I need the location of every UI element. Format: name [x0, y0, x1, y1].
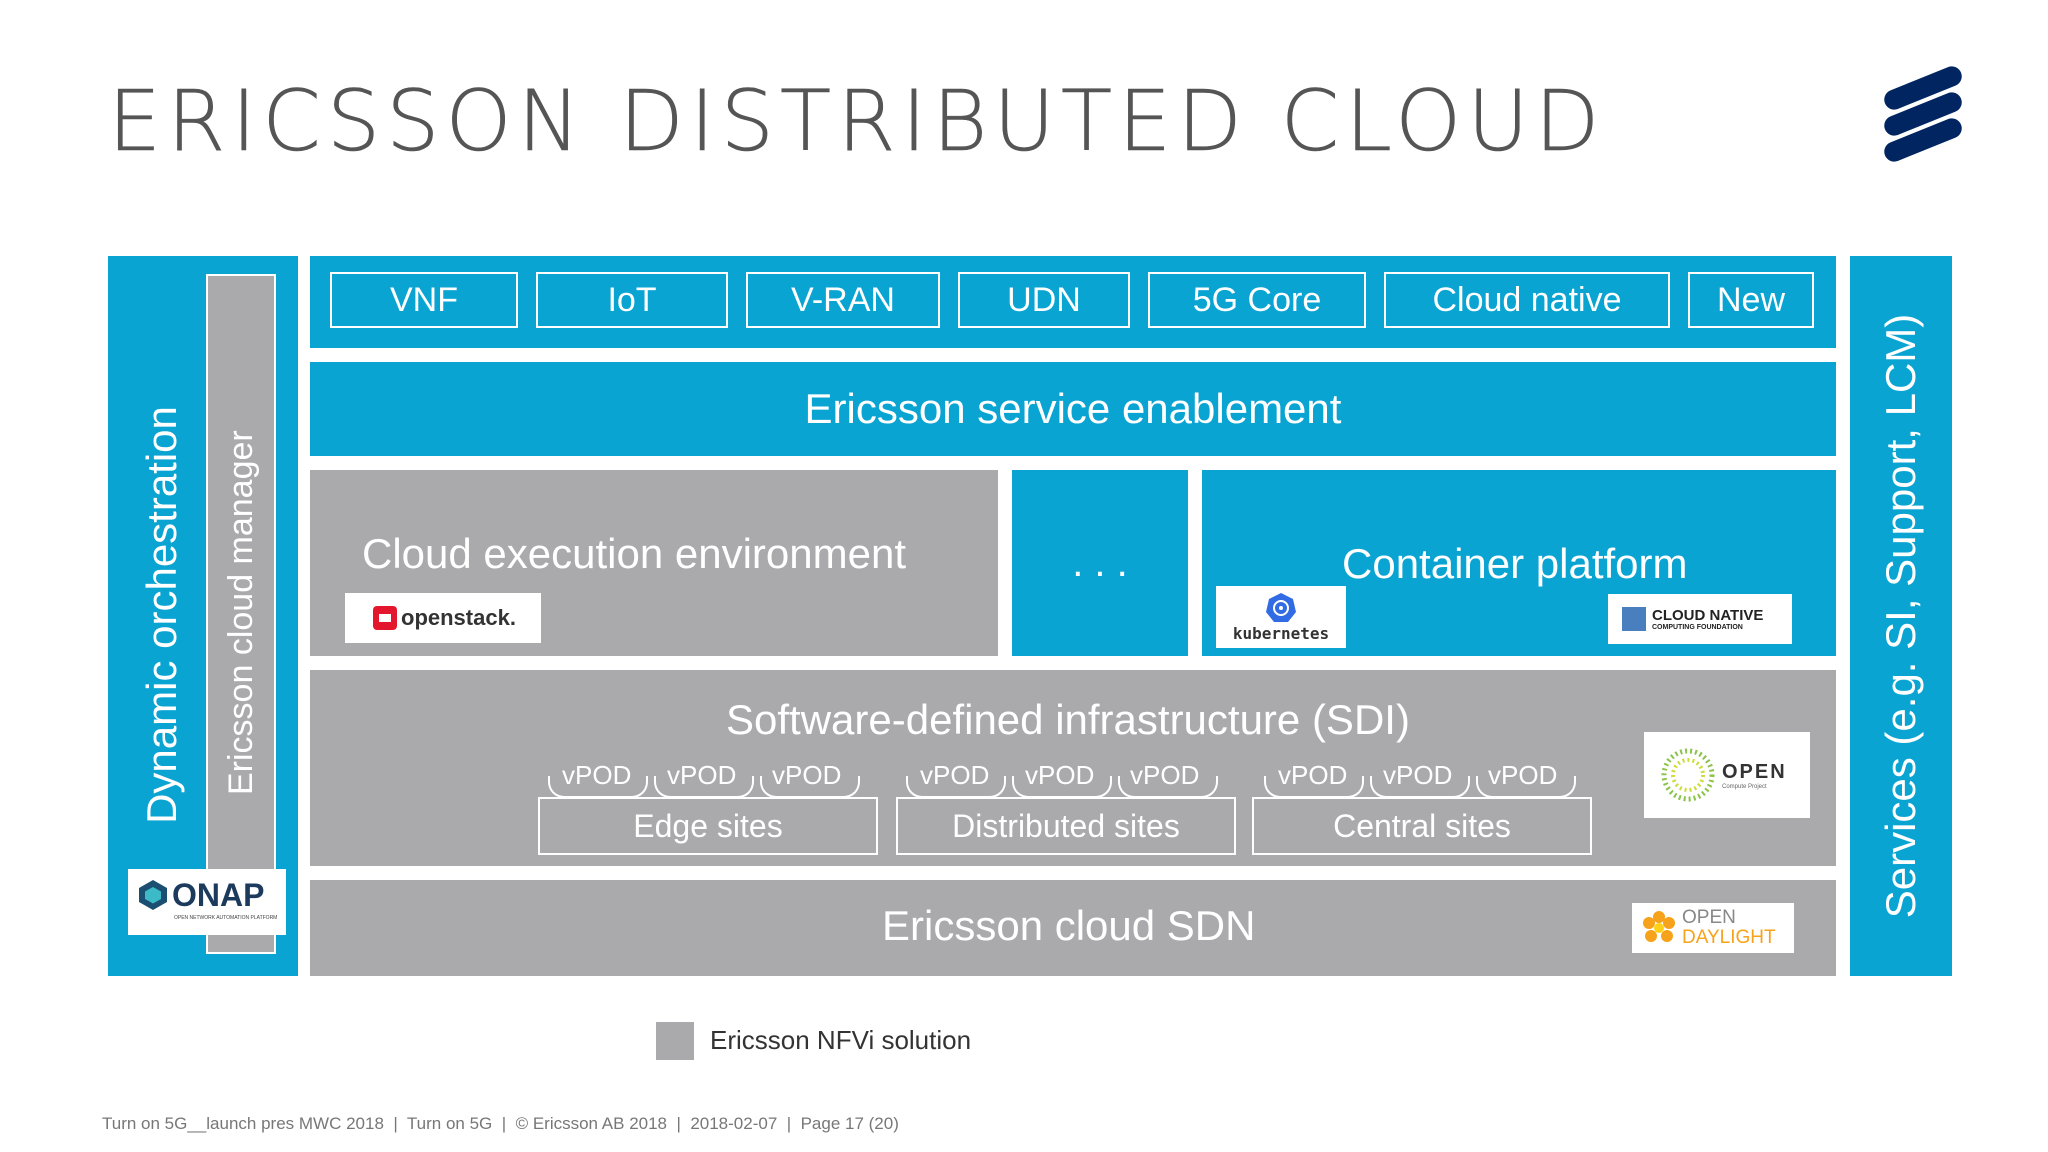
vpod-brace — [906, 776, 1006, 798]
vpod-brace — [760, 776, 860, 798]
opendaylight-flower-icon — [1643, 911, 1675, 942]
kubernetes-logo-text: kubernetes — [1232, 623, 1330, 643]
kubernetes-logo: kubernetes — [1216, 586, 1346, 648]
vpod-label: vPOD — [772, 760, 842, 790]
app-box-vnf: VNF — [330, 272, 518, 328]
opendaylight-logo: OPEN DAYLIGHT — [1632, 903, 1794, 953]
open-compute-logo-subtitle: Compute Project — [1722, 783, 1767, 790]
applications-row — [310, 256, 1836, 348]
vpod-label: vPOD — [1488, 760, 1558, 790]
vpod-brace — [1264, 776, 1364, 798]
cncf-icon — [1622, 607, 1646, 631]
vpod-brace — [1370, 776, 1470, 798]
openstack-logo: openstack. — [345, 593, 541, 643]
cloud-manager-bar — [206, 274, 276, 954]
cncf-logo-text: CLOUD NATIVE — [1652, 607, 1764, 624]
open-compute-icon — [1661, 748, 1715, 802]
app-box-vran: V-RAN — [746, 272, 940, 328]
vpod-label: vPOD — [1383, 760, 1453, 790]
site-box-distributed: Distributed sites — [896, 797, 1236, 855]
app-box-new: New — [1688, 272, 1814, 328]
cncf-logo-subtitle: COMPUTING FOUNDATION — [1652, 624, 1743, 631]
cloud-execution-label: Cloud execution environment — [362, 530, 906, 577]
app-box-iot: IoT — [536, 272, 728, 328]
container-platform-label: Container platform — [1342, 540, 1688, 587]
vpod-brace — [548, 776, 648, 798]
kubernetes-helm-icon — [1266, 592, 1296, 622]
sdi-layer — [310, 670, 1836, 866]
services-bar — [1850, 256, 1952, 976]
onap-logo-text: ONAP — [172, 876, 265, 913]
open-compute-logo: OPEN Compute Project — [1644, 732, 1810, 818]
site-box-edge: Edge sites — [538, 797, 878, 855]
sdn-label: Ericsson cloud SDN — [882, 902, 1256, 949]
opendaylight-logo-line2: DAYLIGHT — [1682, 927, 1776, 948]
vpod-label: vPOD — [1130, 760, 1200, 790]
openstack-logo-text: openstack. — [401, 605, 516, 630]
site-box-central: Central sites — [1252, 797, 1592, 855]
open-compute-logo-text: OPEN — [1722, 760, 1787, 783]
onap-logo-subtitle: OPEN NETWORK AUTOMATION PLATFORM — [174, 915, 278, 921]
openstack-icon — [373, 606, 397, 630]
onap-logo: ONAP OPEN NETWORK AUTOMATION PLATFORM — [128, 869, 286, 935]
vpod-brace — [1118, 776, 1218, 798]
sdn-layer — [310, 880, 1836, 976]
onap-hexagon-icon — [139, 880, 167, 910]
ellipsis-layer: . . . — [1012, 470, 1188, 656]
dynamic-orchestration-label: Dynamic orchestration — [138, 406, 185, 824]
ericsson-logo-icon — [1884, 66, 1962, 162]
page-title: ERICSSON DISTRIBUTED CLOUD — [108, 72, 1606, 171]
legend-label: Ericsson NFVi solution — [710, 1025, 972, 1055]
vpod-brace — [1476, 776, 1576, 798]
vpod-label: vPOD — [562, 760, 632, 790]
cloud-manager-label: Ericsson cloud manager — [222, 430, 260, 795]
vpod-label: vPOD — [667, 760, 737, 790]
service-enablement-layer: Ericsson service enablement — [310, 362, 1836, 456]
app-box-udn: UDN — [958, 272, 1130, 328]
cncf-logo: CLOUD NATIVE COMPUTING FOUNDATION — [1608, 594, 1792, 644]
vpod-label: vPOD — [1025, 760, 1095, 790]
vpod-brace — [654, 776, 754, 798]
opendaylight-logo-line1: OPEN — [1682, 907, 1736, 928]
legend-swatch — [656, 1022, 694, 1060]
footer-text: Turn on 5G__launch pres MWC 2018 | Turn … — [102, 1114, 899, 1133]
app-box-cloud-native: Cloud native — [1384, 272, 1670, 328]
sdi-label: Software-defined infrastructure (SDI) — [726, 696, 1410, 743]
vpod-label: vPOD — [1278, 760, 1348, 790]
app-box-5g-core: 5G Core — [1148, 272, 1366, 328]
vpod-label: vPOD — [920, 760, 990, 790]
services-label: Services (e.g. SI, Support, LCM) — [1877, 313, 1924, 919]
vpod-brace — [1012, 776, 1112, 798]
